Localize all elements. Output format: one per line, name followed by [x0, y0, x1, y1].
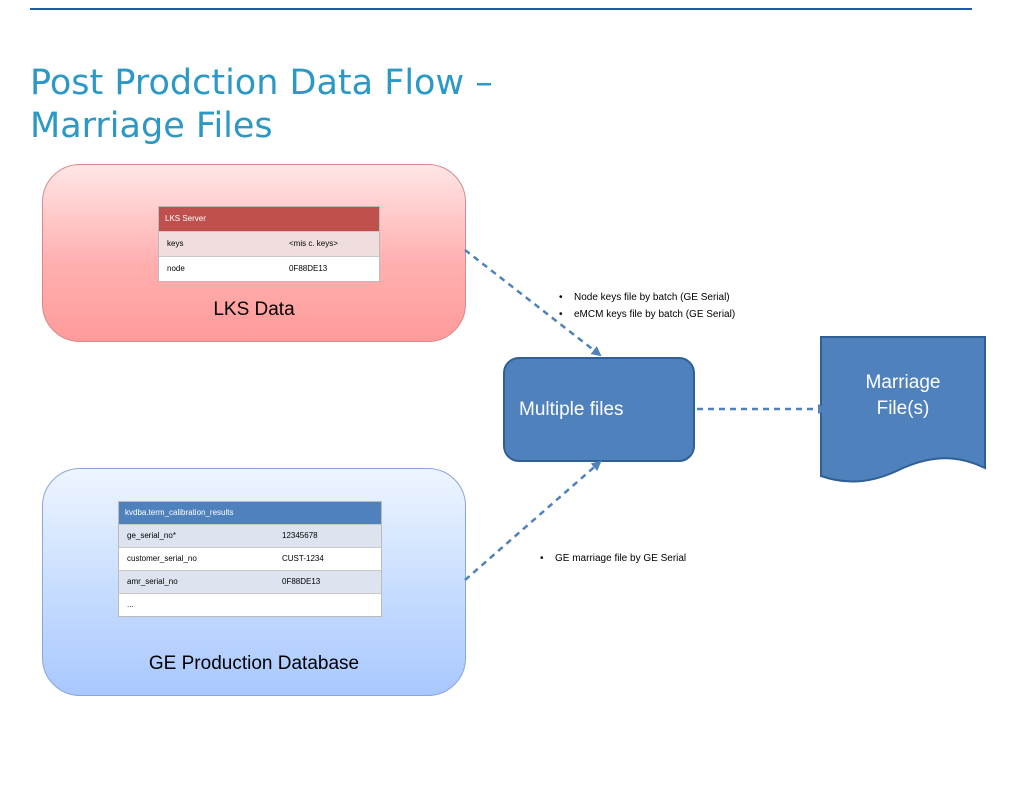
- ge-table-header: kvdba.term_calibration_results: [119, 502, 381, 524]
- marriage-file-document-shape: [820, 336, 986, 483]
- doc-line-1: Marriage: [865, 372, 941, 393]
- row-value: 0F88DE13: [282, 577, 321, 586]
- note-text: Node keys file by batch (GE Serial): [574, 292, 730, 303]
- ge-to-files-arrow: [464, 460, 602, 581]
- marriage-file-label: Marriage File(s): [820, 370, 986, 422]
- table-row: ge_serial_no* 12345678: [119, 524, 381, 547]
- lks-server-table: LKS Server keys <mis c. keys> node 0F88D…: [158, 206, 380, 282]
- multiple-files-node: Multiple files: [503, 357, 695, 462]
- bullet-icon: •: [559, 292, 563, 303]
- lks-data-panel: LKS Server keys <mis c. keys> node 0F88D…: [42, 164, 466, 342]
- bullet-icon: •: [559, 309, 563, 320]
- row-key: amr_serial_no: [127, 577, 178, 586]
- title-line-2: Marriage Files: [30, 106, 273, 146]
- doc-line-2: File(s): [876, 398, 930, 419]
- list-item: • Node keys file by batch (GE Serial): [559, 289, 735, 306]
- list-item: • GE marriage file by GE Serial: [540, 550, 686, 567]
- list-item: • eMCM keys file by batch (GE Serial): [559, 306, 735, 323]
- row-value: 12345678: [282, 531, 318, 540]
- lks-table-header: LKS Server: [159, 207, 379, 231]
- row-key: keys: [167, 239, 184, 248]
- title-line-1: Post Prodction Data Flow –: [30, 63, 493, 103]
- table-row: keys <mis c. keys>: [159, 231, 379, 256]
- row-key: node: [167, 264, 185, 273]
- lks-panel-label: LKS Data: [213, 299, 295, 320]
- note-text: GE marriage file by GE Serial: [555, 553, 687, 564]
- lks-to-files-arrow: [464, 249, 602, 357]
- ge-flow-notes: • GE marriage file by GE Serial: [540, 550, 686, 567]
- bullet-icon: •: [540, 553, 544, 564]
- row-value: 0F88DE13: [289, 264, 328, 273]
- note-text: eMCM keys file by batch (GE Serial): [574, 309, 736, 320]
- row-key: ...: [127, 600, 134, 609]
- row-value: CUST-1234: [282, 554, 324, 563]
- top-rule: [30, 8, 972, 10]
- ge-production-panel: kvdba.term_calibration_results ge_serial…: [42, 468, 466, 696]
- row-key: customer_serial_no: [127, 554, 197, 563]
- page-title: Post Prodction Data Flow – Marriage File…: [30, 62, 493, 148]
- calibration-results-table: kvdba.term_calibration_results ge_serial…: [118, 501, 382, 617]
- table-row: node 0F88DE13: [159, 256, 379, 281]
- row-value: <mis c. keys>: [289, 239, 338, 248]
- ge-panel-label: GE Production Database: [148, 653, 360, 674]
- table-row: customer_serial_no CUST-1234: [119, 547, 381, 570]
- table-row: ...: [119, 593, 381, 616]
- table-row: amr_serial_no 0F88DE13: [119, 570, 381, 593]
- row-key: ge_serial_no*: [127, 531, 176, 540]
- lks-flow-notes: • Node keys file by batch (GE Serial) • eM…: [559, 289, 735, 323]
